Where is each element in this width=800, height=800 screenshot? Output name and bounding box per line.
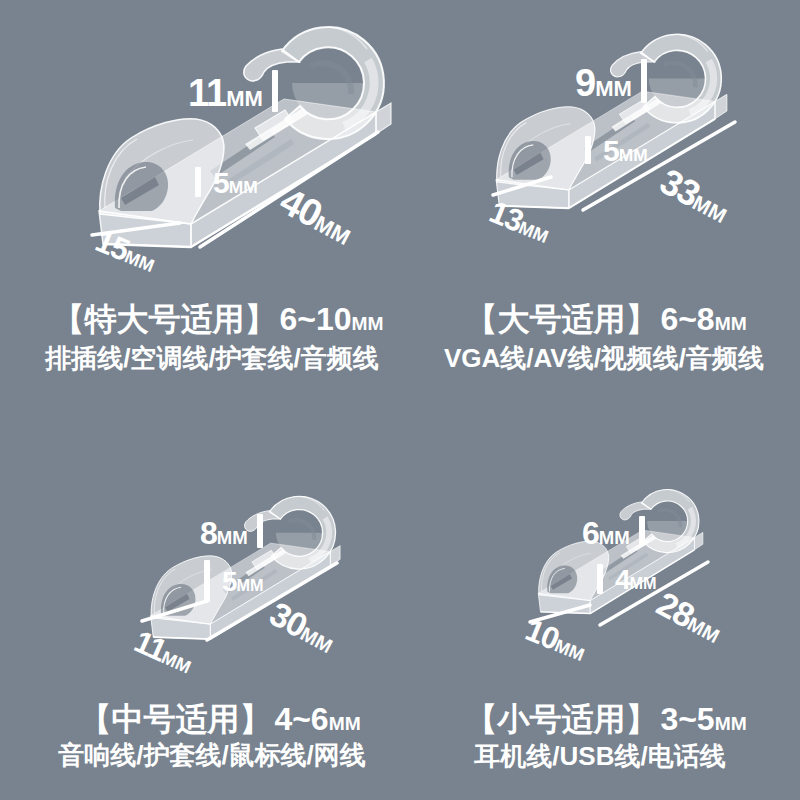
cable-types: VGA线/AV线/视频线/音频线	[404, 345, 800, 371]
dimension-tick	[585, 136, 591, 164]
base-thickness-dimension: 5MM	[204, 563, 264, 605]
size-caption: 【大号适用】6~8MM	[406, 303, 800, 335]
width-dimension-line	[142, 601, 207, 621]
dimension-lines-s	[400, 400, 800, 800]
size-caption: 【特大号适用】6~10MM	[18, 303, 418, 335]
quadrant-medium: 8MM 5MM 30MM 11MM 【中号适用】4~6MM 音响线/护套线/鼠标…	[0, 400, 400, 800]
dimension-tick	[641, 59, 647, 103]
hook-height-dimension: 9MM	[575, 64, 647, 108]
dimension-tick	[204, 560, 210, 602]
hook-height-dimension: 8MM	[200, 517, 263, 553]
dimension-tick	[272, 70, 278, 112]
quadrant-large: 9MM 5MM 33MM 13MM 【大号适用】6~8MM VGA线/AV线/视…	[400, 0, 800, 400]
dimension-tick	[597, 564, 603, 594]
dimension-tick	[257, 514, 263, 548]
quadrant-extra-large: 11MM 5MM 40MM 15MM 【特大号适用】6~10MM 排插线/空调线…	[0, 0, 400, 400]
cable-types: 排插线/空调线/护套线/音频线	[12, 345, 412, 371]
cable-types: 耳机线/USB线/电话线	[400, 743, 800, 769]
base-thickness-dimension: 5MM	[585, 136, 648, 167]
dimension-tick	[639, 516, 645, 546]
hook-height-dimension: 6MM	[582, 517, 645, 551]
base-thickness-dimension: 4MM	[597, 566, 657, 597]
size-caption: 【小号适用】3~5MM	[406, 703, 800, 735]
base-thickness-dimension: 5MM	[195, 168, 258, 200]
cable-types: 音响线/护套线/鼠标线/网线	[12, 742, 412, 768]
size-caption: 【中号适用】4~6MM	[20, 703, 420, 735]
width-dimension-line	[493, 177, 551, 195]
quadrant-small: 6MM 4MM 28MM 10MM 【小号适用】3~5MM 耳机线/USB线/电…	[400, 400, 800, 800]
hook-height-dimension: 11MM	[188, 74, 278, 117]
dimension-lines-l	[400, 0, 800, 400]
dimension-tick	[195, 167, 201, 197]
